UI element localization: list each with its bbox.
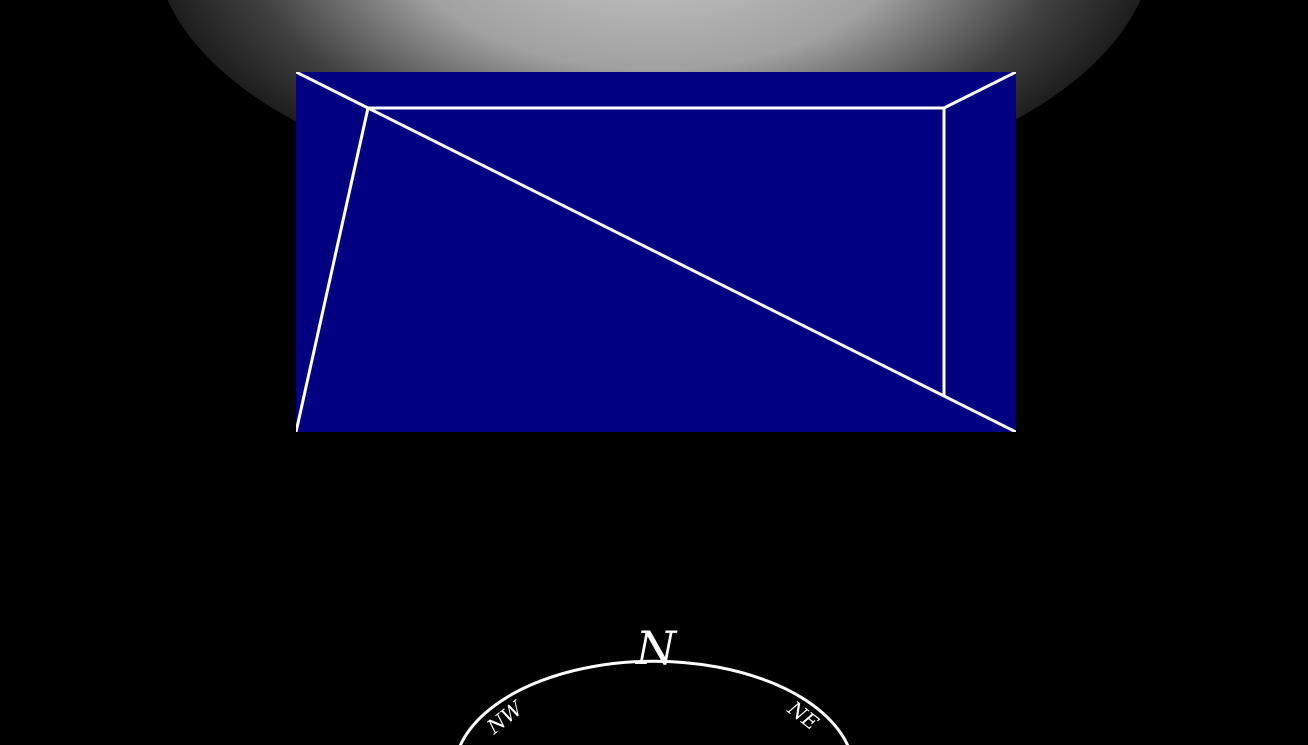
compass-arc (458, 659, 850, 745)
corridor-edge-diagonal (367, 106, 1016, 432)
compass-dial: N NW NE (458, 621, 850, 745)
corridor-wireframe (296, 72, 1016, 432)
compass-northeast-label: NE (782, 696, 823, 736)
compass-north-label: N (635, 621, 678, 675)
compass-northwest-label: NW (482, 695, 529, 739)
maze-corridor-view[interactable] (296, 72, 1016, 432)
corridor-edge-left-wall (296, 107, 370, 432)
corridor-edge-top-right (943, 72, 1016, 110)
compass: N NW NE (454, 620, 854, 745)
corridor-edge-top-left (296, 72, 369, 110)
